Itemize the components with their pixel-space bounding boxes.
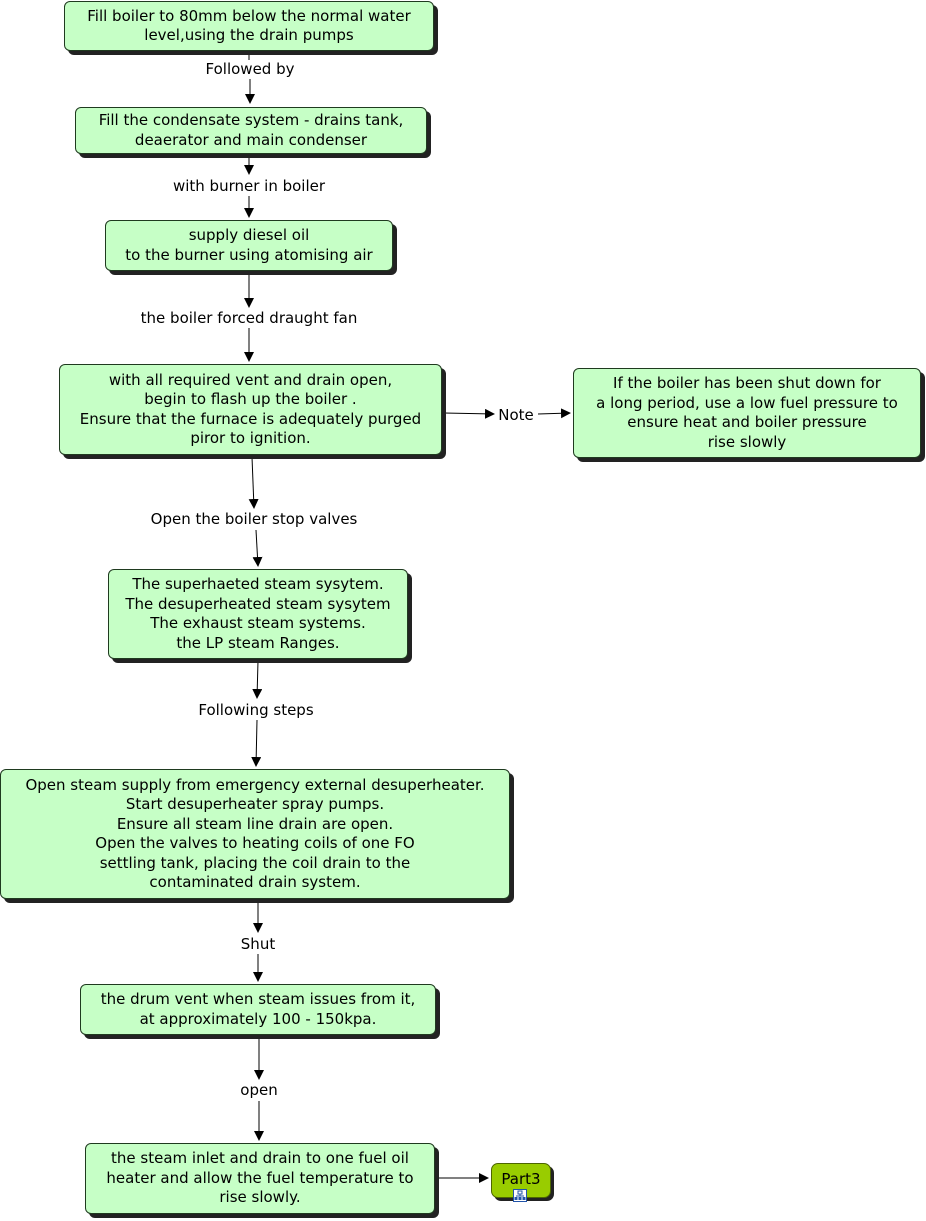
edge-n4-l4 [443, 408, 495, 419]
edge-label-following-steps: Following steps [196, 701, 316, 719]
step-fuel-oil-heater[interactable]: the steam inlet and drain to one fuel oi… [85, 1143, 435, 1214]
note-long-shutdown[interactable]: If the boiler has been shut down for a l… [573, 368, 921, 458]
step-steam-systems[interactable]: The superhaeted steam sysytem. The desup… [108, 569, 408, 659]
edge-label-with-burner: with burner in boiler [170, 177, 328, 195]
edge-label-shut: Shut [238, 935, 278, 953]
edge-label-followed-by: Followed by [203, 60, 297, 78]
edge-label-open-stop-valves: Open the boiler stop valves [148, 510, 360, 528]
edge-label-note: Note [496, 406, 536, 424]
edge-n4-l5 [248, 456, 259, 509]
edge-l5-n6 [252, 529, 263, 567]
edge-l6-n7 [251, 719, 262, 767]
step-emergency-desuperheater[interactable]: Open steam supply from emergency externa… [0, 769, 510, 899]
edge-l4-n5 [537, 408, 571, 419]
edge-label-open: open [238, 1081, 280, 1099]
step-supply-diesel[interactable]: supply diesel oil to the burner using at… [105, 220, 393, 271]
step-fill-condensate[interactable]: Fill the condensate system - drains tank… [75, 107, 427, 154]
step-flash-up-boiler[interactable]: with all required vent and drain open, b… [59, 364, 442, 455]
edge-n6-l6 [252, 660, 263, 699]
step-fill-boiler[interactable]: Fill boiler to 80mm below the normal wat… [64, 1, 434, 51]
edge-label-forced-draught-fan: the boiler forced draught fan [138, 309, 360, 327]
step-drum-vent[interactable]: the drum vent when steam issues from it,… [80, 984, 436, 1035]
part3-link-icon[interactable] [513, 1189, 527, 1202]
